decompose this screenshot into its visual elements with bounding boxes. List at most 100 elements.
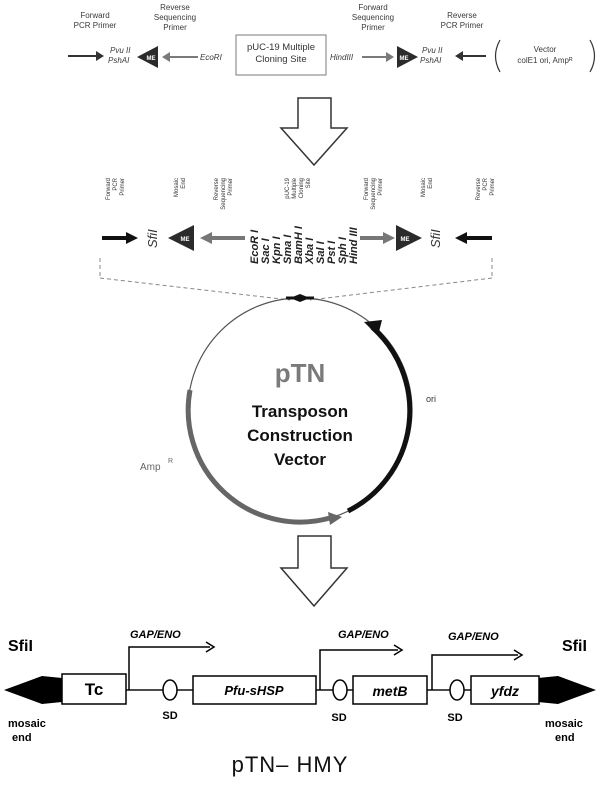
- mid-fwd-seq-l2: Sequencing: [371, 178, 377, 210]
- enzyme-smai: Sma I: [282, 234, 294, 264]
- mid-rev-seq-l1: Reverse: [214, 177, 220, 200]
- mid-mosaic-r-l2: End: [428, 178, 434, 189]
- mid-rev-pcr-l1: Reverse: [476, 177, 482, 200]
- top-reverse-seq-primer-l1: Reverse: [160, 3, 190, 12]
- construct-sfi-left: SfiI: [8, 638, 33, 655]
- mid-fwd-pcr-arrow-head: [126, 232, 138, 244]
- top-forward-pcr-primer-l1: Forward: [80, 11, 109, 20]
- top-rev-pcr-arrow-head: [455, 51, 463, 61]
- construct-sfi-right: SfiI: [562, 638, 587, 655]
- enzyme-kpni: Kpn I: [271, 236, 283, 264]
- mid-fwd-pcr-l2: PCR: [113, 177, 119, 190]
- mid-fwd-pcr-l3: Primer: [120, 178, 126, 196]
- top-ecori: EcoRI: [200, 53, 223, 62]
- plasmid-ori-arrowhead: [364, 320, 382, 336]
- mid-me-right-triangle: [396, 225, 422, 251]
- construct-sd1-label: SD: [162, 710, 177, 722]
- construct-sd3-label: SD: [447, 712, 462, 724]
- mid-sfi-right: SfiI: [428, 229, 443, 248]
- construct-mosaic-left-l1: mosaic: [8, 718, 46, 730]
- top-pvu-left: Pvu II: [110, 46, 131, 55]
- construct-promoter2-head: [393, 644, 404, 656]
- top-forward-seq-primer-l2: Sequencing: [352, 13, 394, 22]
- construct-promoter2-label: GAP/ENO: [338, 629, 389, 641]
- enzyme-sphi: Sph I: [337, 236, 349, 264]
- top-rev-seq-arrow-head: [162, 52, 170, 62]
- top-pvu-right: Pvu II: [422, 46, 443, 55]
- mid-mcs-l4: Site: [306, 177, 312, 188]
- top-reverse-seq-primer-l3: Primer: [163, 23, 187, 32]
- enzyme-xbai: Xba I: [304, 237, 316, 265]
- top-me-left-label: ME: [147, 56, 156, 62]
- mid-fwd-seq-l1: Forward: [364, 178, 370, 200]
- construct-mosaic-right-l1: mosaic: [545, 718, 583, 730]
- mid-rev-seq-l2: Sequencing: [221, 178, 227, 210]
- top-row: Forward PCR Primer Reverse Sequencing Pr…: [68, 3, 596, 76]
- top-me-right-triangle: [397, 46, 418, 68]
- mid-mcs-l1: pUC-19: [285, 177, 291, 198]
- construct-promoter2-arrow: [319, 649, 398, 690]
- construct-mosaic-right-l2: end: [555, 732, 575, 744]
- top-mcs-line2: Cloning Site: [255, 54, 306, 65]
- construct-promoter1-label: GAP/ENO: [130, 629, 181, 641]
- plasmid-name: pTN: [275, 358, 326, 388]
- mid-mosaic-r-l1: Mosaic: [421, 178, 427, 197]
- enzyme-saci: Sac I: [260, 237, 272, 264]
- construct-promoter1-head: [205, 641, 216, 653]
- mid-mosaic-l2: End: [181, 178, 187, 189]
- plasmid-amp-sup: R: [168, 458, 173, 465]
- mid-fwd-seq-arrow-head: [383, 232, 395, 244]
- mid-fwd-seq-l3: Primer: [378, 178, 384, 196]
- top-vector-paren-right: [589, 39, 596, 73]
- construct-map: SfiI SfiI mosaic end mosaic end Tc GAP/E…: [4, 629, 596, 777]
- construct-right-mosaic: [538, 676, 596, 704]
- mid-me-left-label: ME: [181, 237, 190, 243]
- mid-rev-pcr-arrow-head: [455, 232, 467, 244]
- plasmid-line2: Construction: [247, 426, 353, 445]
- construct-metb-label: metB: [372, 683, 407, 699]
- top-reverse-pcr-primer-l1: Reverse: [447, 11, 477, 20]
- mid-mcs-l3: Cloning: [299, 178, 305, 198]
- plasmid-amp-label: Amp: [140, 462, 161, 473]
- top-forward-pcr-primer-l2: PCR Primer: [74, 21, 117, 30]
- enzyme-bamhi: BamH I: [293, 225, 305, 264]
- mid-rev-seq-l3: Primer: [228, 178, 234, 196]
- construct-pfu-box: [192, 675, 317, 705]
- plasmid-ori-label: ori: [426, 394, 436, 404]
- construct-promoter3-head: [513, 649, 524, 661]
- plasmid-amp-arrowhead: [328, 512, 342, 525]
- top-me-left-triangle: [137, 46, 158, 68]
- construct-mosaic-left-l2: end: [12, 732, 32, 744]
- construct-sd3-oval: [449, 679, 465, 701]
- construct-left-mosaic: [4, 676, 62, 704]
- top-vector-line2: colE1 ori, Ampᴿ: [517, 56, 573, 65]
- construct-promoter1-arrow: [128, 646, 210, 690]
- top-vector-paren-left: [494, 39, 501, 73]
- construct-tc-box: [61, 673, 127, 705]
- construct-yfdz-label: yfdz: [490, 683, 519, 699]
- top-vector-line1: Vector: [534, 45, 557, 54]
- top-reverse-pcr-primer-l2: PCR Primer: [441, 21, 484, 30]
- top-fwd-seq-arrow-head: [386, 52, 394, 62]
- dash-left-diagonal: [99, 277, 291, 301]
- top-mcs-line1: pUC-19 Multiple: [247, 42, 315, 53]
- top-reverse-seq-primer-l2: Sequencing: [154, 13, 196, 22]
- plasmid-ori-arc: [346, 325, 413, 514]
- top-forward-pcr-arrow-head: [96, 51, 104, 61]
- mid-rev-seq-arrow-head: [200, 232, 212, 244]
- mid-rev-pcr-l3: Primer: [490, 178, 496, 196]
- top-me-right-label: ME: [400, 56, 409, 62]
- plasmid-amp-arc: [185, 389, 331, 525]
- construct-sd2-label: SD: [331, 712, 346, 724]
- down-arrow-2: [279, 535, 349, 608]
- enzyme-psti: Pst I: [326, 240, 338, 264]
- down-arrow-1: [279, 97, 349, 167]
- mid-mcs-l2: Multiple: [292, 177, 298, 198]
- construct-sd1-oval: [162, 679, 178, 701]
- top-mcs-box: [235, 34, 327, 76]
- top-psh-left: PshAI: [108, 56, 130, 65]
- top-forward-seq-primer-l1: Forward: [358, 3, 387, 12]
- construct-metb-box: [352, 675, 428, 705]
- mid-fwd-pcr-l1: Forward: [106, 178, 112, 200]
